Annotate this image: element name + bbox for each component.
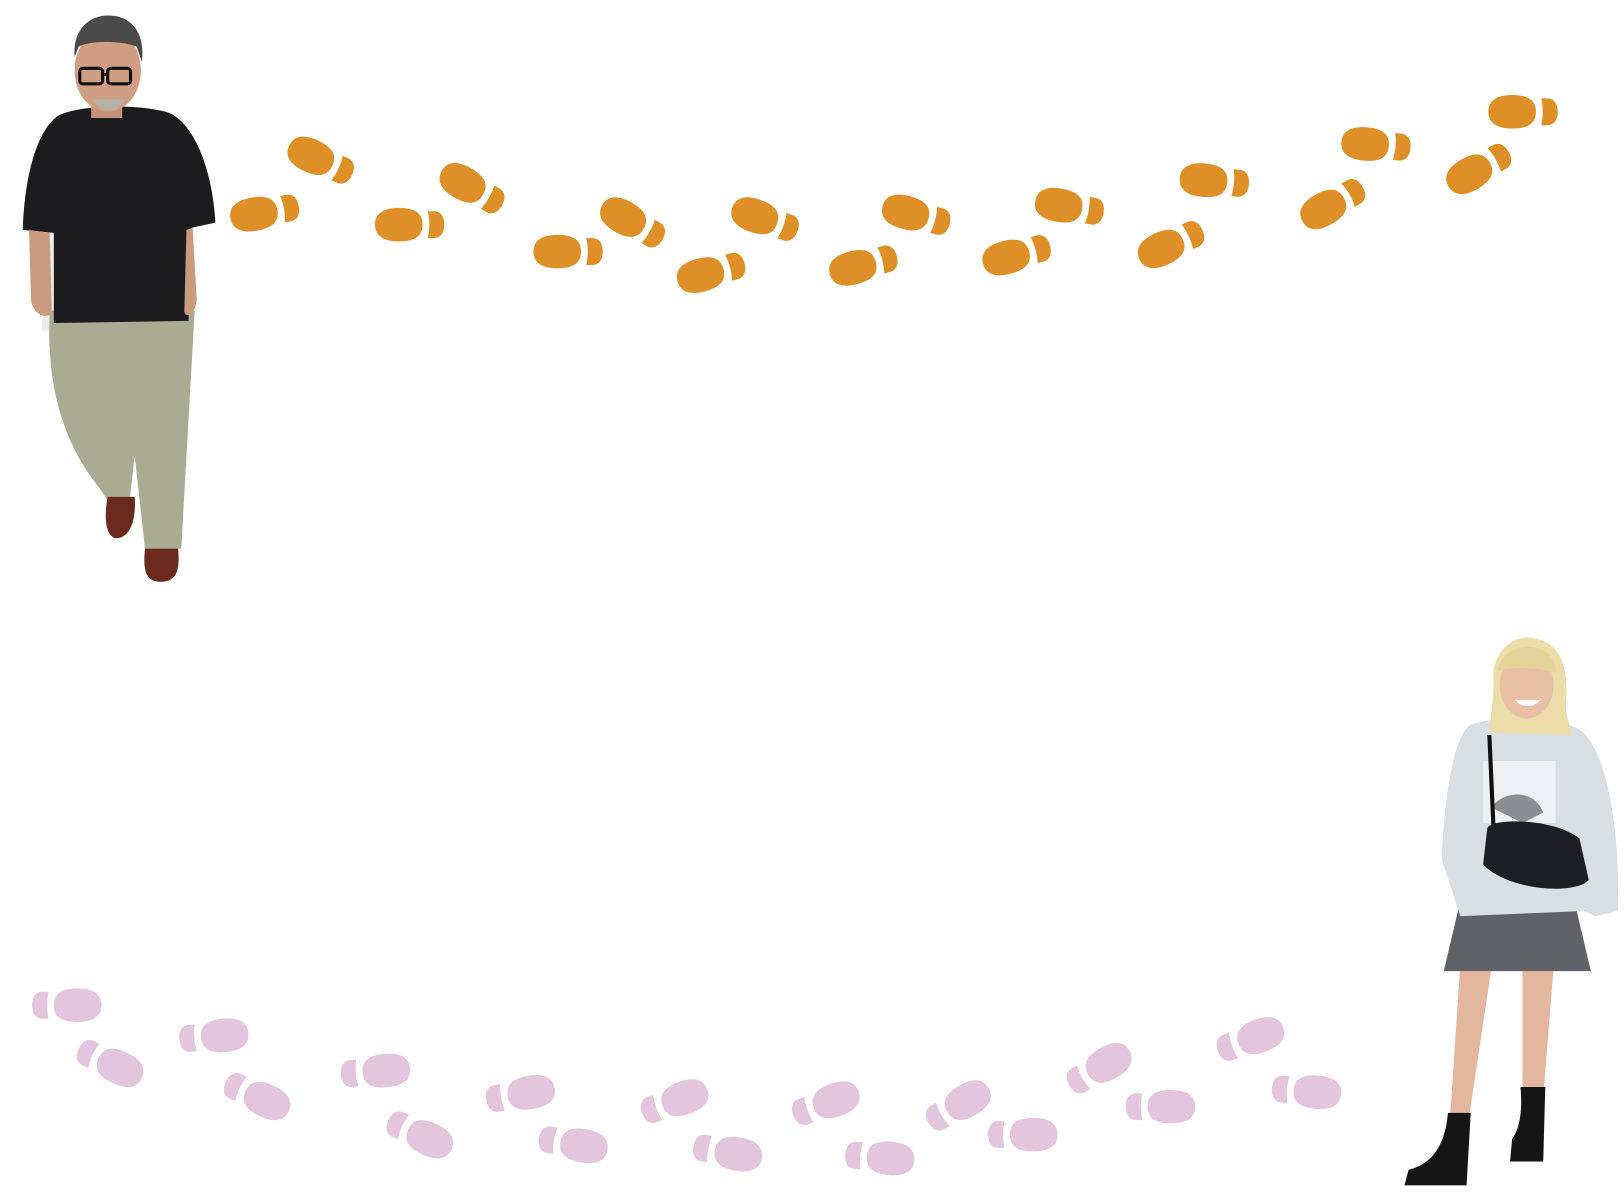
orange-footprint-icon xyxy=(726,191,804,247)
pink-footprint-icon xyxy=(1060,1036,1138,1100)
pink-footprint-icon xyxy=(381,1105,459,1165)
pink-footprint-icon xyxy=(988,1117,1058,1152)
orange-footprint-icon xyxy=(227,189,302,235)
pink-footprint-icon xyxy=(843,1137,916,1178)
orange-footprint-icon xyxy=(374,207,445,242)
orange-footprint-icon xyxy=(1440,137,1517,201)
pink-footprint-icon xyxy=(787,1075,865,1132)
pink-footprint-icon xyxy=(483,1071,558,1117)
pink-footprint-trail xyxy=(32,988,1343,1178)
orange-footprint-icon xyxy=(533,234,603,269)
orange-footprint-icon xyxy=(1032,184,1107,230)
pink-footprint-icon xyxy=(636,1073,714,1129)
orange-footprint-trail xyxy=(227,95,1558,298)
pink-footprint-icon xyxy=(71,1033,149,1094)
orange-footprint-icon xyxy=(978,229,1055,280)
orange-footprint-icon xyxy=(878,190,954,241)
pink-footprint-icon xyxy=(536,1121,611,1167)
woman-standing-figure xyxy=(1404,637,1619,1186)
pink-footprint-icon xyxy=(920,1073,997,1138)
pink-footprint-icon xyxy=(1212,1011,1289,1067)
pink-footprint-icon xyxy=(177,1016,250,1056)
orange-footprint-icon xyxy=(673,247,749,298)
pink-footprint-icon xyxy=(339,1051,412,1092)
orange-footprint-icon xyxy=(1339,125,1412,165)
orange-footprint-icon xyxy=(433,156,511,221)
pink-footprint-icon xyxy=(1125,1089,1196,1124)
orange-footprint-icon xyxy=(1132,214,1210,275)
orange-footprint-icon xyxy=(1178,161,1251,201)
pink-footprint-icon xyxy=(32,988,102,1022)
orange-footprint-icon xyxy=(825,240,902,291)
orange-footprint-icon xyxy=(593,190,671,255)
pink-footprint-icon xyxy=(1270,1071,1343,1111)
orange-footprint-icon xyxy=(1294,172,1371,237)
orange-footprint-icon xyxy=(282,130,360,191)
pink-footprint-icon xyxy=(690,1129,765,1175)
man-walking-figure xyxy=(22,15,216,582)
pink-footprint-icon xyxy=(218,1066,296,1127)
orange-footprint-icon xyxy=(1488,95,1558,129)
